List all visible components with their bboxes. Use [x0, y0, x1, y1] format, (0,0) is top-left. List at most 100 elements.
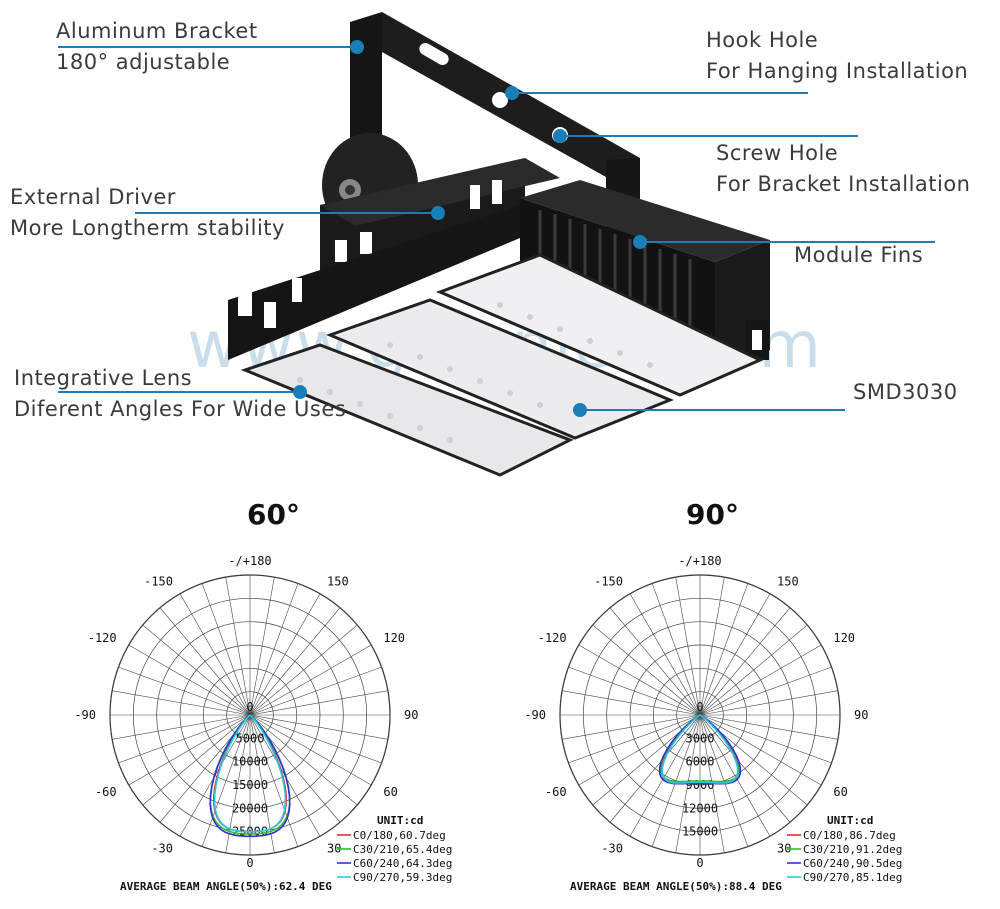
- polar-legend-label: C60/240,64.3deg: [353, 857, 452, 870]
- callout-dot-icon: [505, 86, 519, 100]
- polar-spoke: [699, 714, 822, 786]
- callout-subtitle: For Bracket Installation: [716, 172, 971, 196]
- polar-spoke: [629, 714, 701, 837]
- polar-angle-label: -90: [524, 708, 546, 722]
- callout-subtitle: For Hanging Installation: [706, 59, 969, 83]
- polar-angle-label: 90: [404, 708, 418, 722]
- callout-dot-icon: [553, 129, 567, 143]
- polar-radial-tick-label: 12000: [682, 801, 718, 815]
- polar-series-curve: [658, 714, 742, 785]
- polar-spoke: [699, 690, 838, 716]
- polar-radial-tick-label: 10000: [232, 755, 268, 769]
- polar-angle-label: -60: [545, 785, 567, 799]
- polar-legend-label: C0/180,86.7deg: [803, 829, 896, 842]
- polar-spoke: [249, 690, 388, 716]
- polar-spoke: [249, 607, 341, 716]
- polar-center-label: 0: [696, 700, 703, 714]
- chart-title-90: 90°: [686, 498, 739, 531]
- polar-spoke: [179, 593, 251, 716]
- polar-spoke: [249, 644, 372, 716]
- polar-angle-label: 0: [246, 856, 253, 870]
- hook-hole-icon: [492, 92, 508, 108]
- polar-angle-label: 30: [327, 841, 341, 855]
- polar-legend-label: C90/270,59.3deg: [353, 871, 452, 884]
- polar-radial-tick-label: 3000: [686, 731, 715, 745]
- polar-spoke: [249, 714, 358, 806]
- polar-series-curve: [209, 714, 291, 838]
- callout-dot-icon: [350, 40, 364, 54]
- polar-spoke: [118, 666, 251, 716]
- bracket-slot-icon: [419, 43, 449, 65]
- polar-spoke: [249, 714, 372, 786]
- polar-spoke: [699, 714, 771, 837]
- polar-legend-label: C90/270,85.1deg: [803, 871, 902, 884]
- callout-title: Module Fins: [794, 243, 924, 267]
- polar-spoke: [118, 714, 251, 764]
- polar-spoke: [249, 583, 299, 716]
- polar-spoke: [568, 714, 701, 764]
- polar-spoke: [699, 714, 832, 764]
- polar-unit-label: UNIT:cd: [827, 814, 873, 827]
- polar-spoke: [112, 714, 251, 740]
- polar-angle-label: -90: [74, 708, 96, 722]
- polar-spoke: [675, 577, 701, 716]
- polar-spoke: [562, 714, 701, 740]
- polar-legend-label: C30/210,91.2deg: [803, 843, 902, 856]
- callout-dot-icon: [573, 403, 587, 417]
- callout-subtitle: 180° adjustable: [56, 50, 231, 74]
- callout-external-driver: External Driver More Longtherm stability: [10, 182, 285, 244]
- callout-screw-hole: Screw Hole For Bracket Installation: [716, 138, 971, 200]
- polar-angle-label: -/+180: [678, 554, 721, 568]
- polar-spoke: [562, 690, 701, 716]
- polar-angle-label: 150: [327, 575, 349, 589]
- polar-spoke: [142, 624, 251, 716]
- polar-radial-tick-label: 20000: [232, 801, 268, 815]
- polar-center-label: 0: [246, 700, 253, 714]
- polar-spoke: [609, 714, 701, 823]
- polar-angle-label: -150: [144, 575, 173, 589]
- polar-spoke: [699, 607, 791, 716]
- polar-spoke: [249, 624, 358, 716]
- floodlight-illustration: www.golonled.com: [58, 12, 935, 477]
- callout-title: Integrative Lens: [14, 366, 193, 390]
- polar-spoke: [128, 714, 251, 786]
- polar-angle-label: -120: [88, 631, 117, 645]
- polar-spoke: [699, 624, 808, 716]
- polar-spoke: [699, 583, 749, 716]
- polar-spoke: [142, 714, 251, 806]
- polar-spoke: [609, 607, 701, 716]
- callout-title: Hook Hole: [706, 28, 819, 52]
- polar-spoke: [699, 666, 832, 716]
- polar-legend-label: C60/240,90.5deg: [803, 857, 902, 870]
- mount-plates: [228, 205, 520, 360]
- polar-angle-label: 30: [777, 841, 791, 855]
- polar-angle-label: 0: [696, 856, 703, 870]
- callout-title: Aluminum Bracket: [56, 19, 258, 43]
- polar-spoke: [112, 690, 251, 716]
- callout-title: SMD3030: [853, 380, 958, 404]
- callout-aluminum-bracket: Aluminum Bracket 180° adjustable: [56, 16, 258, 78]
- polar-spoke: [699, 644, 822, 716]
- callout-leaders: [58, 40, 935, 417]
- external-driver: [320, 158, 560, 285]
- polar-spoke: [201, 714, 251, 847]
- polar-angle-label: 150: [777, 575, 799, 589]
- polar-spoke: [249, 593, 321, 716]
- polar-spoke: [201, 583, 251, 716]
- polar-spoke: [592, 624, 701, 716]
- callout-title: Screw Hole: [716, 141, 839, 165]
- polar-spoke: [159, 607, 251, 716]
- callout-subtitle: Diferent Angles For Wide Uses: [14, 397, 347, 421]
- polar-angle-label: 60: [833, 785, 847, 799]
- callout-dot-icon: [633, 235, 647, 249]
- polar-spoke: [699, 714, 791, 823]
- polar-angle-label: 60: [383, 785, 397, 799]
- polar-spoke: [578, 644, 701, 716]
- polar-legend-label: C0/180,60.7deg: [353, 829, 446, 842]
- polar-angle-label: -120: [538, 631, 567, 645]
- polar-footer: AVERAGE BEAM ANGLE(50%):62.4 DEG: [120, 880, 332, 893]
- polar-spoke: [249, 714, 382, 764]
- polar-angle-label: -30: [151, 841, 173, 855]
